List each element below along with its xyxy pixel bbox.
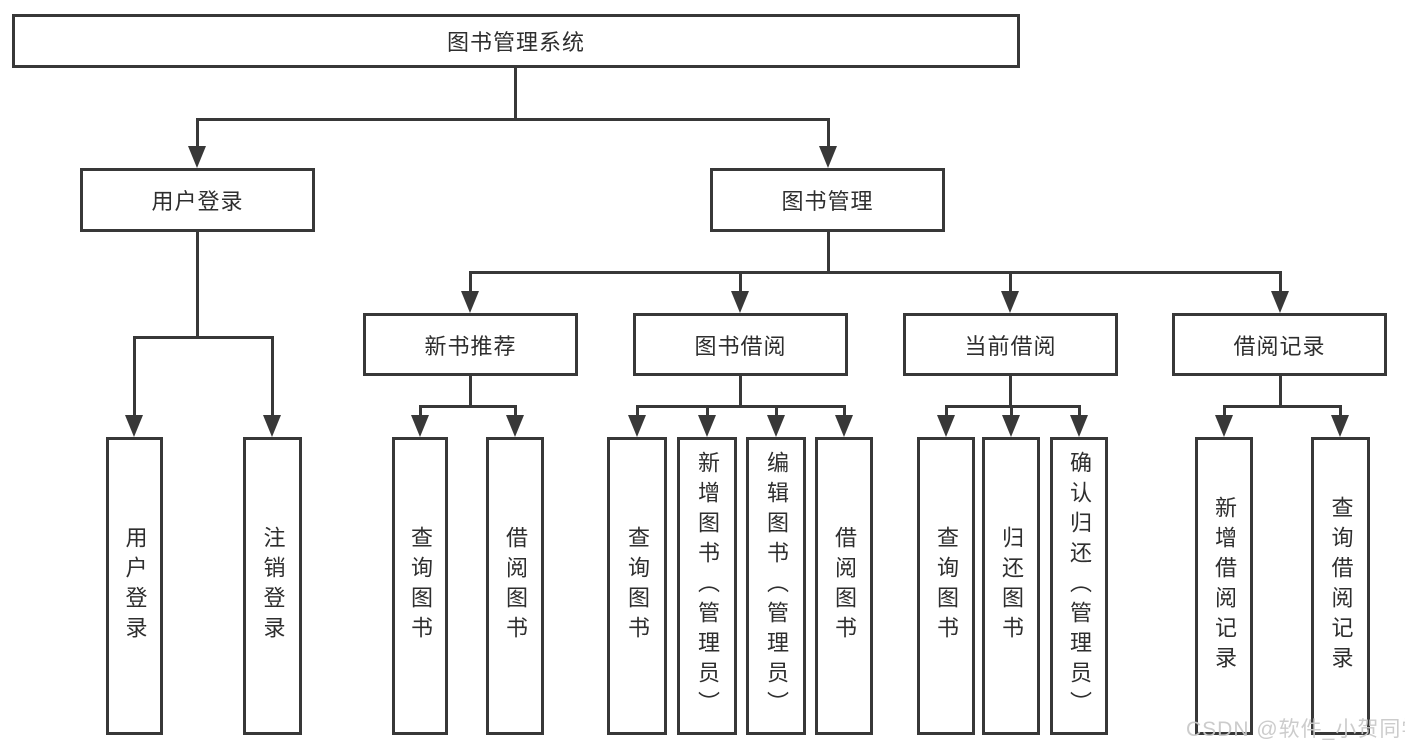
arrowhead-icon: [767, 415, 785, 437]
node-label: 查询借阅记录: [1328, 496, 1354, 676]
edge-root-rail: [196, 118, 830, 121]
edge-drop-book-management: [827, 118, 830, 150]
arrowhead-icon: [1001, 291, 1019, 313]
node-book-borrowing: 图书借阅: [633, 313, 848, 376]
node-label: 查询图书: [408, 526, 433, 646]
node-label: 注销登录: [260, 526, 286, 646]
arrowhead-icon: [819, 146, 837, 168]
node-borrowing-records: 借阅记录: [1172, 313, 1387, 376]
edge-current-borrow-stem: [1009, 376, 1012, 408]
edge-user-login-stem: [196, 232, 199, 339]
arrowhead-icon: [188, 146, 206, 168]
node-label: 查询图书: [934, 526, 959, 646]
node-label: 图书借阅: [694, 333, 787, 359]
node-book-management: 图书管理: [710, 168, 945, 232]
arrowhead-icon: [1002, 415, 1020, 437]
node-label: 当前借阅: [964, 333, 1057, 359]
edge-drop-leaf: [636, 405, 639, 419]
arrowhead-icon: [628, 415, 646, 437]
csdn-watermark: CSDN @软件_小贺同学: [1186, 718, 1405, 741]
edge-drop-leaf: [775, 405, 778, 419]
arrowhead-icon: [1271, 291, 1289, 313]
edge-drop-leaf: [945, 405, 948, 419]
arrowhead-icon: [506, 415, 524, 437]
edge-drop-book-borrow: [739, 271, 742, 295]
edge-current-borrow-rail: [945, 405, 1081, 408]
node-label: 图书管理系统: [446, 30, 585, 55]
edge-drop-leaf: [1078, 405, 1081, 419]
node-label: 查询图书: [625, 526, 650, 646]
node-leaf-user-login: 用户登录: [106, 437, 163, 735]
edge-drop-current-borrow: [1009, 271, 1012, 295]
node-label: 新增图书（管理员）: [695, 451, 720, 721]
node-label: 图书管理: [781, 189, 874, 214]
arrowhead-icon: [125, 415, 143, 437]
node-label: 新增借阅记录: [1212, 496, 1237, 676]
edge-book-management-stem: [827, 232, 830, 274]
edge-drop-user-login: [196, 118, 199, 150]
arrowhead-icon: [1331, 415, 1349, 437]
edge-borrow-records-rail: [1223, 405, 1342, 408]
node-current-borrowing: 当前借阅: [903, 313, 1118, 376]
arrowhead-icon: [1070, 415, 1088, 437]
edge-drop-logout-leaf: [271, 336, 274, 419]
edge-book-borrow-rail: [636, 405, 846, 408]
node-label: 新书推荐: [424, 333, 517, 359]
arrowhead-icon: [731, 291, 749, 313]
edge-drop-leaf: [419, 405, 422, 419]
node-new-book-recommend: 新书推荐: [363, 313, 578, 376]
edge-drop-leaf: [706, 405, 709, 419]
node-label: 编辑图书（管理员）: [764, 451, 789, 721]
node-leaf-confirm-return-admin: 确认归还（管理员）: [1050, 437, 1108, 735]
node-user-login: 用户登录: [80, 168, 315, 232]
node-leaf-logout: 注销登录: [243, 437, 302, 735]
node-leaf-add-borrow-record: 新增借阅记录: [1195, 437, 1253, 735]
edge-drop-login-leaf: [133, 336, 136, 419]
node-leaf-borrow-books-1: 借阅图书: [486, 437, 544, 735]
edge-root-stem: [514, 68, 517, 118]
edge-drop-new-book-rec: [469, 271, 472, 295]
edge-new-book-rec-stem: [469, 376, 472, 408]
edge-drop-leaf: [1010, 405, 1013, 419]
node-leaf-query-books-3: 查询图书: [917, 437, 975, 735]
node-label: 借阅图书: [503, 526, 528, 646]
arrowhead-icon: [263, 415, 281, 437]
node-leaf-query-borrow-record: 查询借阅记录: [1311, 437, 1370, 735]
node-label: 用户登录: [122, 526, 148, 646]
edge-new-book-rec-rail: [419, 405, 517, 408]
edge-borrow-records-stem: [1279, 376, 1282, 408]
node-leaf-return-books: 归还图书: [982, 437, 1040, 735]
edge-drop-leaf: [514, 405, 517, 419]
edge-drop-leaf: [1223, 405, 1226, 419]
node-label: 借阅图书: [832, 526, 857, 646]
arrowhead-icon: [835, 415, 853, 437]
node-leaf-edit-books-admin: 编辑图书（管理员）: [746, 437, 806, 735]
node-leaf-borrow-books-2: 借阅图书: [815, 437, 873, 735]
node-leaf-add-books-admin: 新增图书（管理员）: [677, 437, 737, 735]
arrowhead-icon: [1215, 415, 1233, 437]
edge-book-borrow-stem: [739, 376, 742, 408]
arrowhead-icon: [461, 291, 479, 313]
node-label: 归还图书: [999, 526, 1024, 646]
node-label: 确认归还（管理员）: [1067, 451, 1092, 721]
arrowhead-icon: [937, 415, 955, 437]
node-leaf-query-books-1: 查询图书: [392, 437, 448, 735]
node-leaf-query-books-2: 查询图书: [607, 437, 667, 735]
node-label: 借阅记录: [1233, 333, 1326, 359]
node-library-management-system: 图书管理系统: [12, 14, 1020, 68]
edge-drop-leaf: [1339, 405, 1342, 419]
arrowhead-icon: [411, 415, 429, 437]
edge-user-login-rail: [133, 336, 274, 339]
edge-book-management-rail: [469, 271, 1280, 274]
node-label: 用户登录: [151, 189, 244, 214]
edge-drop-borrow-records: [1279, 271, 1282, 295]
edge-drop-leaf: [843, 405, 846, 419]
arrowhead-icon: [698, 415, 716, 437]
